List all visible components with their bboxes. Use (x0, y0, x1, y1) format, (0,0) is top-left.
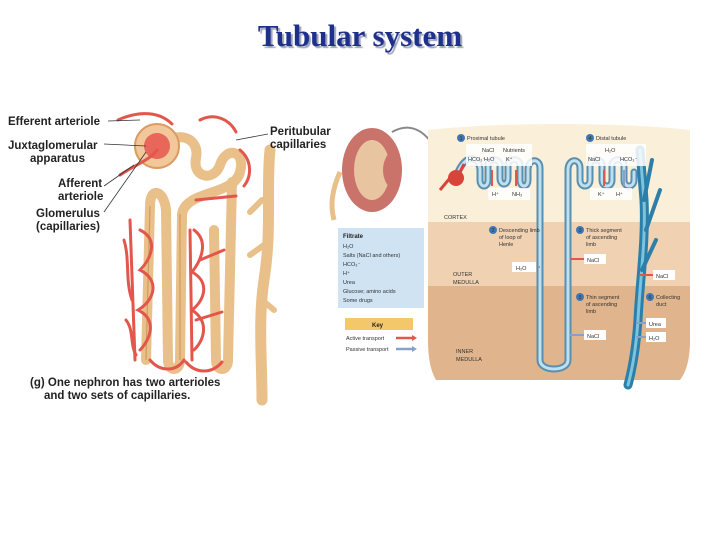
filtrate-item: Some drugs (343, 298, 373, 304)
substance-label: Urea (649, 322, 662, 328)
segment-2-name: Henle (499, 242, 513, 248)
kidney-icon (329, 126, 440, 221)
glomerulus-label-1: Glomerulus (36, 208, 100, 220)
nephron-illustration: Efferent arteriole Juxtaglomerular appar… (8, 112, 331, 406)
filtrate-heading: Filtrate (343, 234, 364, 240)
filtrate-item: HCO₃⁻ (343, 262, 360, 268)
substance-label: K⁺ (598, 191, 605, 198)
segment-4-name: Distal tubule (596, 136, 626, 142)
key-panel: Key Active transport Passive transport (345, 318, 417, 353)
substance-label: H₂O (605, 148, 616, 154)
segment-5-name: limb (586, 309, 596, 315)
filtrate-item: Glucose; amino acids (343, 289, 396, 295)
glomerulus (144, 133, 170, 159)
afferent-label-1: Afferent (58, 178, 102, 190)
substance-label: NaCl (588, 157, 600, 163)
renal-tubule (141, 132, 247, 374)
outer-medulla-label-2: MEDULLA (453, 280, 479, 286)
tubule-outline (145, 205, 181, 361)
juxtaglomerular-label-1: Juxtaglomerular (8, 140, 98, 152)
substance-label: Nutrients (503, 148, 525, 154)
segment-3-name: Thick segment (586, 228, 622, 234)
inner-medulla-label-1: INNER (456, 349, 473, 355)
substance-label: H₂O (649, 336, 660, 342)
substance-label: NaCl (482, 148, 494, 154)
segment-5-name: Thin segment (586, 295, 620, 301)
afferent-label-2: arteriole (58, 191, 103, 203)
segment-6-name: Collecting (656, 295, 680, 301)
segment-5-number: 5 (579, 295, 582, 301)
substance-label: H⁺ (492, 191, 499, 198)
segment-2-name: of loop of (499, 235, 522, 241)
substance-label: NaCl (587, 334, 599, 340)
substance-label: H₂O (484, 157, 495, 163)
segment-labels: 1 Proximal tubule 4 Distal tubule 2 Desc… (457, 134, 680, 315)
glomerulus-label-2: (capillaries) (36, 221, 100, 233)
juxtaglomerular-label-2: apparatus (30, 153, 85, 165)
segment-3-name: limb (586, 242, 596, 248)
segment-1-name: Proximal tubule (467, 136, 505, 142)
cortex-label: CORTEX (444, 215, 467, 221)
filtrate-panel: Filtrate H₂O Salts (NaCl and others) HCO… (338, 228, 424, 308)
segment-2-name: Descending limb (499, 228, 540, 234)
segment-3-number: 3 (579, 228, 582, 234)
substance-label: H⁺ (616, 191, 623, 198)
substance-label: K⁺ (506, 156, 513, 163)
filtrate-item: H₂O (343, 244, 354, 250)
peritubular-label-1: Peritubular (270, 126, 331, 138)
caption-line-2: and two sets of capillaries. (44, 390, 190, 402)
leader-lines (103, 119, 269, 213)
substance-label: NaCl (656, 274, 668, 280)
page-title: Tubular system (257, 18, 463, 53)
segment-6-name: duct (656, 302, 667, 308)
substance-label: H₂O (516, 266, 527, 272)
key-heading: Key (372, 323, 384, 329)
inner-medulla-label-2: MEDULLA (456, 357, 482, 363)
segment-5-name: of ascending (586, 302, 617, 308)
peritubular-label-2: capillaries (270, 139, 326, 151)
segment-3-name: of ascending (586, 235, 617, 241)
key-active-label: Active transport (346, 336, 385, 342)
substance-label: HCO₃⁻ (620, 157, 637, 163)
segment-2-number: 2 (492, 228, 495, 234)
substance-label: NaCl (587, 258, 599, 264)
filtrate-item: Urea (343, 280, 356, 286)
key-passive-label: Passive transport (346, 347, 389, 353)
segment-1-number: 1 (460, 136, 463, 142)
segment-6-number: 6 (649, 295, 652, 301)
glomerulus-knot (438, 163, 466, 191)
substance-label: HCO₃⁻ (468, 157, 485, 163)
outer-medulla-label-1: OUTER (453, 272, 472, 278)
filtrate-item: Salts (NaCl and others) (343, 253, 400, 259)
peritubular-capillaries (116, 112, 251, 373)
efferent-arteriole-label: Efferent arteriole (8, 116, 100, 128)
transport-arrows (491, 170, 653, 338)
caption-line-1: (g) One nephron has two arterioles (30, 377, 220, 389)
substance-label: NH₃ (512, 192, 522, 198)
collecting-duct (255, 144, 276, 406)
filtrate-item: H⁺ (343, 270, 350, 277)
substance-labels: NaCl Nutrients HCO₃⁻ H₂O K⁺ H⁺ NH₃ H₂O N… (466, 144, 675, 342)
segment-4-number: 4 (589, 136, 592, 142)
